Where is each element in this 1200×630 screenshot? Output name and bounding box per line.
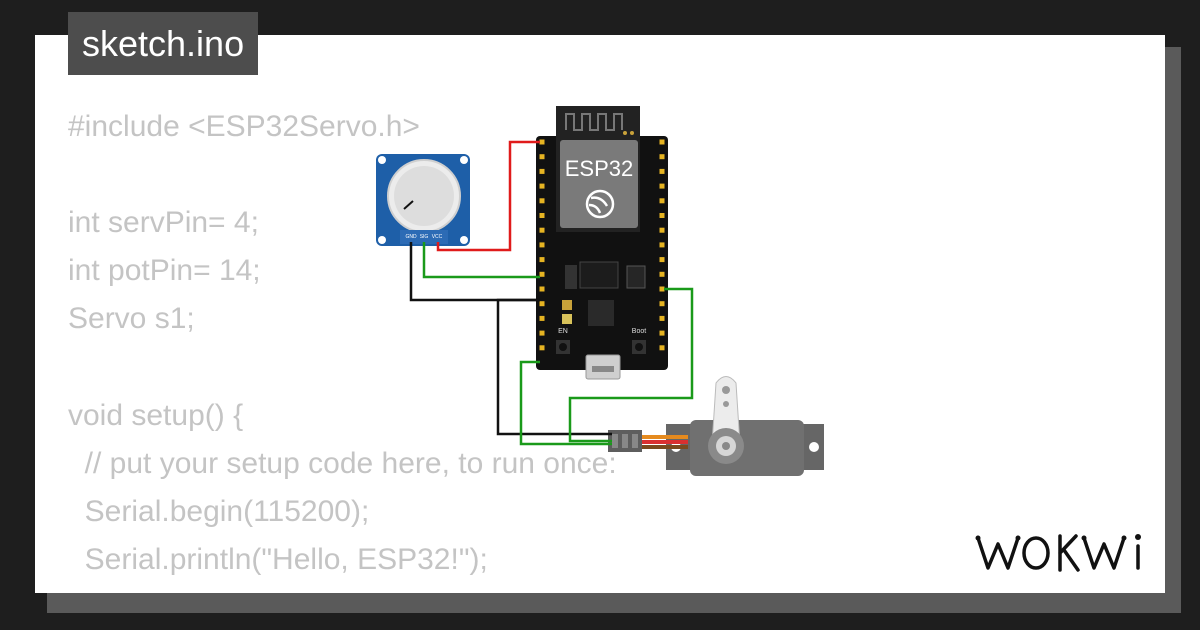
board-pin[interactable] [659,198,665,204]
en-button-label: EN [558,328,568,335]
board-pin[interactable] [659,330,665,336]
pot-pin-sig: SIG [420,234,429,240]
board-pin[interactable] [659,286,665,292]
wire-servo-signal [568,287,694,443]
wire-servo-ground [496,298,612,436]
board-pin[interactable] [659,257,665,263]
boot-button-label: Boot [632,328,646,335]
espressif-logo-icon [585,189,615,219]
esp32-board[interactable]: ESP32 EN Boot [536,106,668,380]
code-line: Servo s1; [68,302,195,336]
board-pin[interactable] [659,154,665,160]
board-pin[interactable] [539,301,545,307]
board-pin[interactable] [539,315,545,321]
board-pin[interactable] [659,213,665,218]
board-pin[interactable] [659,227,665,233]
board-pin[interactable] [659,315,665,321]
code-line: // put your setup code here, to run once… [68,446,617,480]
board-pin[interactable] [539,271,545,277]
wire-vcc [436,140,540,252]
board-pin[interactable] [659,183,665,189]
board-pin[interactable] [539,330,545,336]
code-line: Serial.println("Hello, ESP32!"); [68,542,488,576]
board-label: ESP32 [565,156,634,181]
board-pin[interactable] [659,139,665,145]
board-pin[interactable] [539,168,545,174]
code-line: int servPin= 4; [68,206,259,240]
wokwi-logo [975,534,1141,572]
wire-pot-signal [422,242,540,279]
potentiometer[interactable]: GND SIG VCC [376,154,470,246]
code-editor: #include <ESP32Servo.h> int servPin= 4; in… [68,103,617,593]
code-line: void setup() { [68,398,244,432]
board-pin[interactable] [539,154,545,160]
servo-motor[interactable] [608,376,824,477]
board-pin[interactable] [539,257,545,263]
code-line: int potPin= 14; [68,254,261,288]
board-pin[interactable] [539,183,545,189]
board-pin[interactable] [659,271,665,277]
code-line: #include <ESP32Servo.h> [68,110,420,143]
board-pin[interactable] [659,168,665,174]
board-pin[interactable] [539,227,545,233]
board-pin[interactable] [539,242,545,248]
board-pin[interactable] [539,345,545,351]
pot-pin-gnd: GND [405,234,417,240]
board-pin[interactable] [539,198,545,204]
board-pin[interactable] [539,139,545,145]
file-title: sketch.ino [68,12,259,75]
pot-pin-vcc: VCC [432,234,443,240]
code-line: s1.attach(servPin); [68,584,617,593]
wire-servo-vcc [519,360,612,446]
board-pin[interactable] [539,286,545,292]
board-pin[interactable] [539,213,545,218]
code-line: Serial.begin(115200); [68,494,370,528]
wires [409,140,694,446]
board-pin[interactable] [659,345,665,351]
board-pin[interactable] [659,301,665,307]
board-pin[interactable] [659,242,665,248]
